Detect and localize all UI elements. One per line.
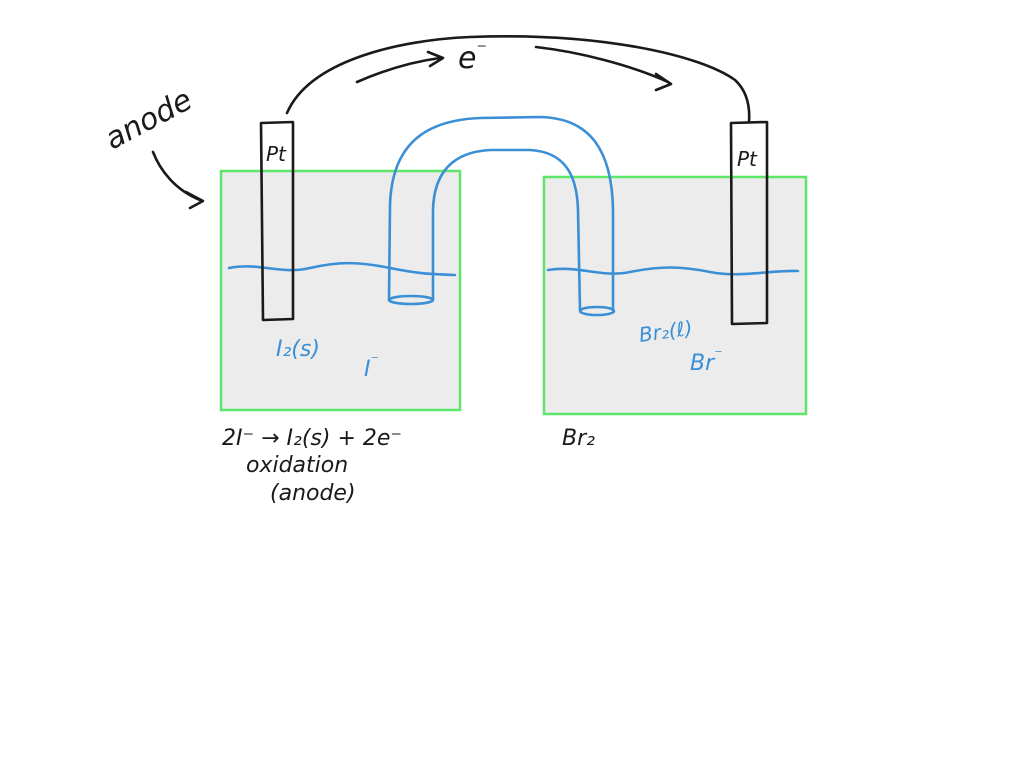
pointer-arrowhead [184, 190, 205, 210]
half-reaction-equation: 2I⁻ → I₂(s) + 2e⁻ [222, 426, 402, 451]
left-beaker-body [219, 169, 462, 412]
left-species-iodine: I₂(s) [276, 337, 320, 362]
left-electrode: Pt [259, 120, 295, 322]
pointer-arrow-icon [151, 150, 202, 202]
wire-arrow-icon: e⁻ [285, 35, 751, 124]
right-electrode: Pt [729, 120, 769, 326]
electron-flow-arrow-right [534, 45, 670, 84]
electron-flow-arrowhead-right [654, 72, 673, 92]
process-label: oxidation [246, 453, 348, 478]
anode-annotation: anode [99, 82, 205, 210]
right-electrode-rod [729, 120, 769, 326]
right-beaker-body [542, 175, 808, 416]
right-beaker [542, 175, 808, 416]
right-species-bromide: Br⁻ [690, 345, 723, 376]
anode-note: anode [99, 82, 198, 157]
salt-bridge-outer [387, 115, 615, 312]
left-electrode-rod [259, 120, 295, 322]
right-beaker-label: Br₂ [562, 426, 595, 451]
left-electrode-label: Pt [266, 142, 287, 166]
right-electrode-label: Pt [737, 147, 758, 171]
electron-flow-arrowhead-left [426, 50, 445, 68]
salt-bridge-icon [387, 115, 616, 317]
right-solution-surface [546, 266, 800, 276]
electron-label: e⁻ [458, 37, 487, 76]
electron-flow-arrow-left [355, 56, 442, 84]
salt-bridge-inner [431, 148, 582, 312]
left-solution-surface [227, 261, 457, 277]
left-beaker [219, 169, 462, 412]
salt-bridge-right-opening [578, 305, 616, 317]
process-role-label: (anode) [270, 481, 356, 506]
left-species-iodide: I⁻ [364, 351, 379, 382]
salt-bridge-left-opening [387, 294, 435, 306]
external-wire [285, 35, 751, 124]
